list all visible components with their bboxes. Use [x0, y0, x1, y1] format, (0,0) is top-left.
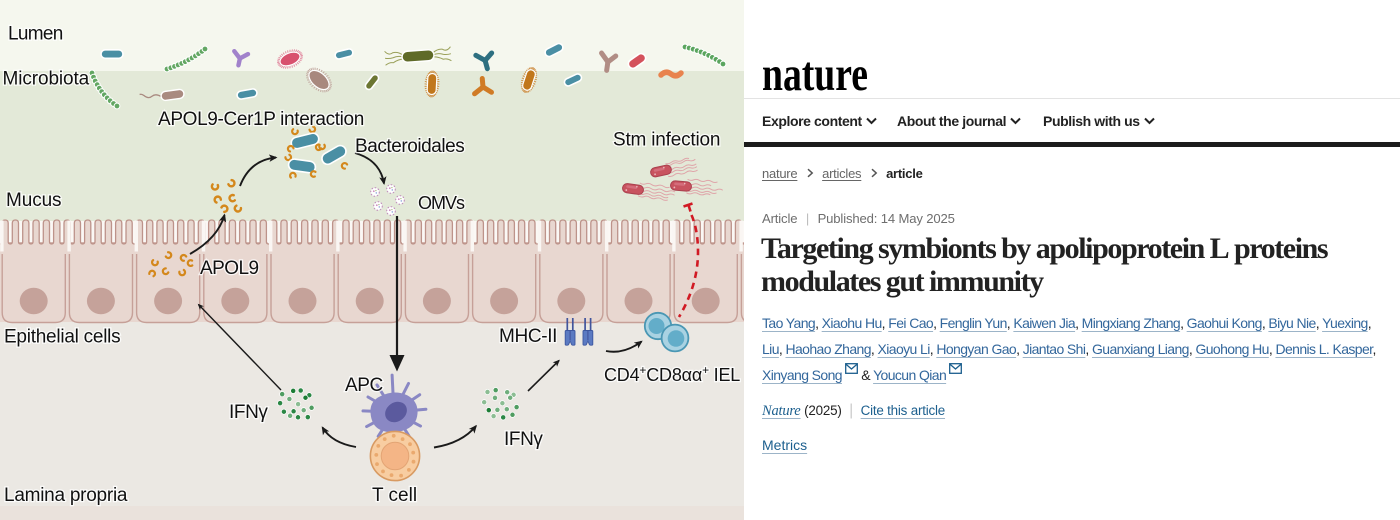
- svg-text:Microbiota: Microbiota: [3, 69, 90, 90]
- svg-text:Lamina propria: Lamina propria: [4, 485, 128, 506]
- svg-text:MHC-II: MHC-II: [499, 326, 557, 347]
- svg-text:OMVs: OMVs: [418, 193, 465, 213]
- svg-text:Mucus: Mucus: [6, 190, 61, 211]
- svg-text:APOL9: APOL9: [200, 258, 259, 279]
- svg-text:APC: APC: [345, 375, 383, 396]
- svg-text:Bacteroidales: Bacteroidales: [355, 136, 464, 157]
- svg-text:T cell: T cell: [372, 485, 417, 506]
- svg-text:Epithelial cells: Epithelial cells: [4, 327, 120, 348]
- svg-text:IFNγ: IFNγ: [229, 402, 268, 423]
- svg-text:nature: nature: [762, 50, 868, 96]
- svg-text:APOL9-Cer1P interaction: APOL9-Cer1P interaction: [158, 109, 364, 130]
- svg-text:CD4+CD8αα+ IEL: CD4+CD8αα+ IEL: [604, 363, 740, 385]
- svg-text:Lumen: Lumen: [8, 24, 63, 45]
- svg-text:IFNγ: IFNγ: [504, 429, 543, 450]
- svg-text:Stm infection: Stm infection: [613, 130, 720, 151]
